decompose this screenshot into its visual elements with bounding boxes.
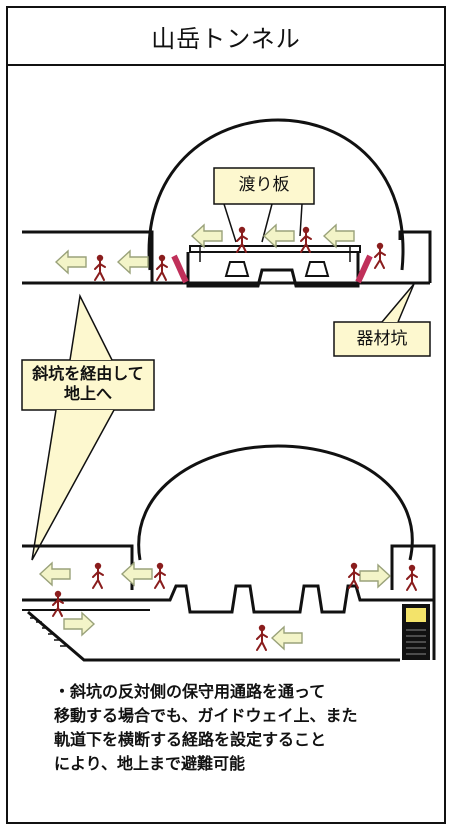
right-arrow-icon — [63, 612, 95, 636]
label-watari-ita: 渡り板 — [238, 175, 290, 195]
left-arrow-icon — [39, 562, 71, 586]
person-icon — [156, 253, 168, 281]
page-title: 山岳トンネル — [8, 8, 444, 66]
left-arrow-icon — [117, 250, 149, 274]
description: ・斜坑の反対側の保守用通路を通って 移動する場合でも、ガイドウェイ上、また 軌道… — [54, 680, 434, 776]
description-line: 移動する場合でも、ガイドウェイ上、また — [54, 706, 358, 725]
callout-shakou — [21, 293, 155, 561]
label-shakou-line2: 地上へ — [63, 384, 112, 403]
person-icon — [154, 561, 166, 589]
left-arrow-icon — [323, 224, 355, 248]
right-arrow-icon — [359, 564, 391, 588]
left-arrow-icon — [55, 250, 87, 274]
upper-tunnel — [22, 118, 432, 288]
person-icon — [348, 561, 360, 589]
left-arrow-icon — [121, 562, 153, 586]
label-shakou: 斜坑を経由して 地上へ — [22, 364, 154, 404]
description-line: ・斜坑の反対側の保守用通路を通って — [54, 682, 326, 701]
person-icon — [374, 241, 386, 269]
lower-tunnel — [22, 444, 436, 662]
person-icon — [94, 253, 106, 281]
left-arrow-icon — [263, 224, 295, 248]
label-shakou-line1: 斜坑を経由して — [32, 364, 144, 383]
callout-kizai-kou — [333, 283, 431, 357]
lower-flow — [39, 561, 418, 651]
person-icon — [256, 623, 268, 651]
left-arrow-icon — [191, 224, 223, 248]
person-icon — [92, 561, 104, 589]
person-icon — [406, 563, 418, 591]
description-line: 軌道下を横断する経路を設定すること — [54, 730, 327, 749]
description-line: により、地上まで避難可能 — [54, 754, 246, 773]
person-icon — [52, 589, 64, 617]
label-kizai-kou: 器材坑 — [356, 329, 408, 349]
left-arrow-icon — [271, 626, 303, 650]
callout-watari-ita — [213, 167, 315, 243]
